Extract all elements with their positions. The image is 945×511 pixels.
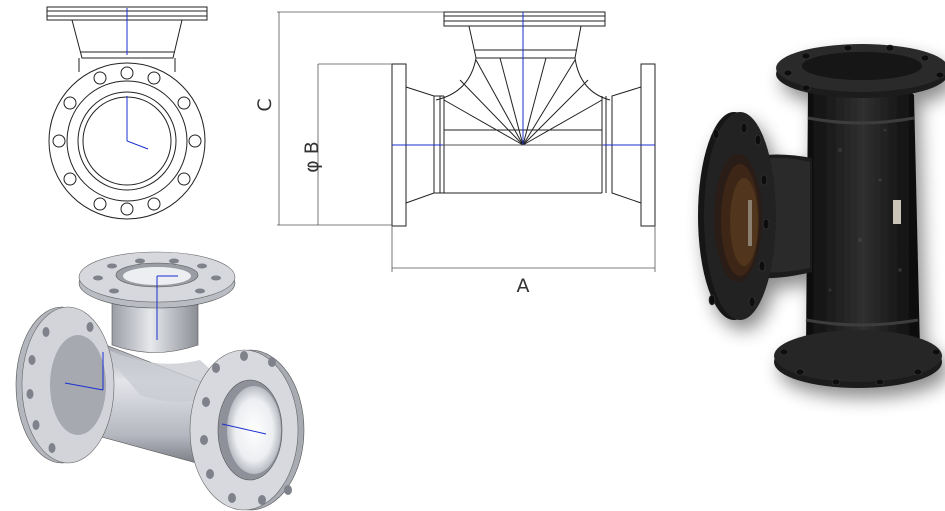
side-view-flange-raised-face [66, 80, 188, 202]
side-view-axes [126, 8, 149, 150]
side-view [46, 6, 208, 220]
dimension-lines [277, 11, 656, 272]
side-view-flange-outer [48, 62, 206, 220]
side-view-bolt-holes [52, 66, 202, 216]
tee-3d-model [15, 251, 305, 511]
side-view-branch-neck [71, 19, 183, 59]
cast-iron-tee-photo [698, 44, 945, 388]
dimension-a-label: A [517, 275, 530, 297]
front-view-axes [392, 12, 655, 146]
front-view [277, 11, 656, 272]
side-view-bore-outer [77, 91, 177, 191]
dimension-c-label: C [254, 98, 276, 111]
front-view-branch-flange [443, 11, 606, 27]
right-bore [227, 386, 281, 474]
front-view-shading-lines [443, 57, 603, 146]
dimension-b-label: φ B [301, 141, 323, 173]
model-axes [64, 275, 267, 435]
